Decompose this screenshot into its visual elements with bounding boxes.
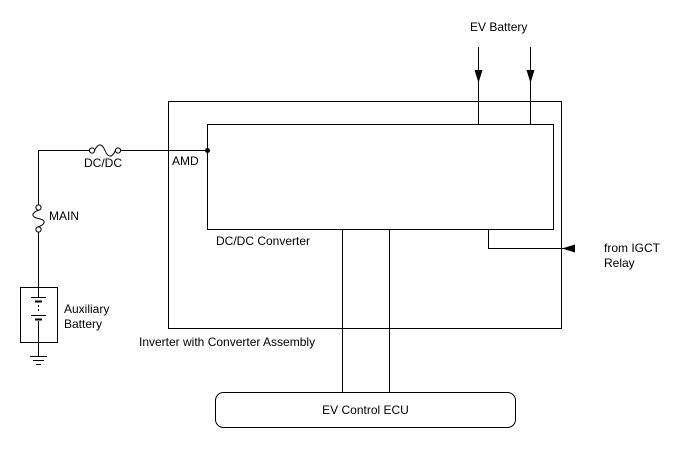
dcdc-fuse-icon: [88, 144, 122, 157]
igct-relay-label-line1: from IGCT: [604, 241, 661, 255]
main-fuse-label: MAIN: [49, 209, 79, 223]
ev-battery-arrow-right-icon: [526, 47, 535, 124]
inverter-assembly-label: Inverter with Converter Assembly: [139, 335, 315, 349]
ev-battery-label: EV Battery: [470, 20, 527, 34]
igct-relay-wire: [488, 229, 574, 249]
ground-icon: [30, 342, 47, 365]
inverter-assembly-box: [168, 101, 562, 329]
dcdc-converter-label: DC/DC Converter: [216, 234, 310, 248]
auxiliary-battery-icon: [20, 287, 58, 343]
dcdc-fuse-wire: [38, 150, 208, 205]
igct-relay-label-line2: Relay: [604, 256, 635, 270]
main-fuse-icon: [32, 204, 45, 233]
ev-battery-arrow-left-icon: [474, 47, 483, 124]
ev-control-ecu-box: [215, 392, 516, 428]
dcdc-converter-box: [207, 124, 554, 230]
auxiliary-battery-label-line2: Battery: [64, 317, 102, 331]
ev-control-ecu-label: EV Control ECU: [322, 403, 409, 417]
amd-junction-dot: [205, 148, 210, 153]
igct-relay-arrow-icon: [562, 244, 575, 253]
amd-label: AMD: [172, 154, 199, 168]
dcdc-fuse-label: DC/DC: [84, 156, 122, 170]
auxiliary-battery-label-line1: Auxiliary: [64, 302, 109, 316]
